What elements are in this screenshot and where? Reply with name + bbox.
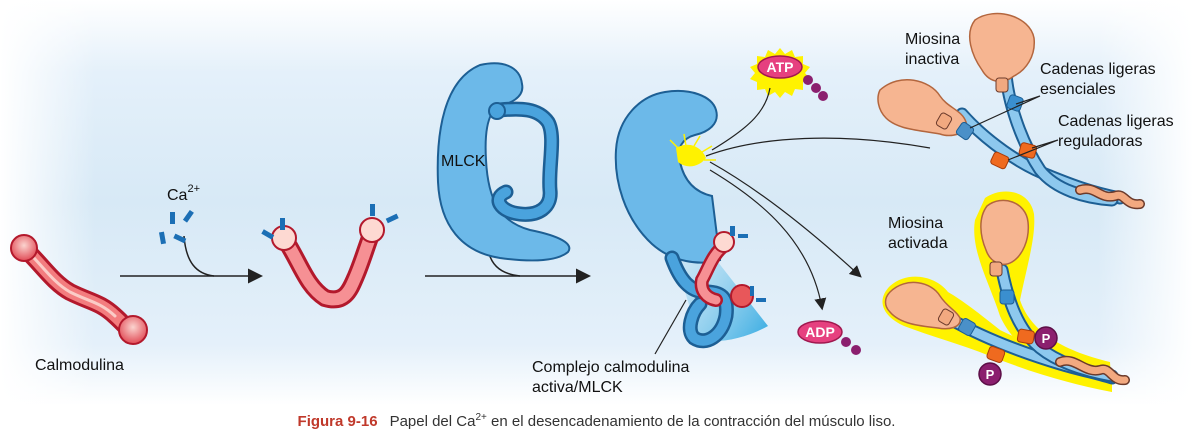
miosina-inactiva-line1: Miosina (905, 31, 960, 48)
phosphate-lower: P (986, 367, 995, 382)
cadenas-esenciales-line2: esenciales (1040, 81, 1116, 98)
miosina-activada-line2: activada (888, 235, 948, 252)
calmodulina-label: Calmodulina (35, 357, 124, 374)
ca-label: Ca2+ (167, 183, 200, 204)
adp-molecule: ADP (797, 320, 861, 355)
mlck-free (436, 62, 571, 262)
miosina-activada-line1: Miosina (888, 215, 943, 232)
cadenas-reguladoras-line1: Cadenas ligeras (1058, 113, 1174, 130)
line-to-inactive-myosin (705, 137, 931, 157)
ca-ions (158, 209, 194, 245)
cadenas-esenciales-line1: Cadenas ligeras (1040, 61, 1156, 78)
caption-text-after: en el desencadenamiento de la contracció… (486, 413, 896, 430)
caption-text-before: Papel del Ca (389, 413, 476, 430)
caption-figure-number: Figura 9-16 (297, 413, 378, 430)
arrow-to-adp (709, 169, 827, 311)
figure-diagram: Calmodulina Ca2+ MLCK (0, 0, 1193, 405)
atp-to-complex-line (711, 87, 771, 151)
phosphate-upper: P (1042, 331, 1051, 346)
caption-superscript: 2+ (475, 412, 487, 423)
mlck-label: MLCK (441, 153, 486, 170)
complex-leader-line (654, 299, 687, 355)
ca-arrow-curve (183, 235, 215, 277)
esenciales-leader (969, 95, 1041, 129)
arrow-to-activated-myosin (709, 161, 862, 278)
atp-molecule: ATP (750, 48, 828, 101)
myosin-inactive (877, 12, 1145, 210)
complex-calmodulin-mlck (614, 90, 768, 349)
reguladoras-leader (1007, 139, 1059, 161)
cadenas-reguladoras-line2: reguladoras (1058, 133, 1143, 150)
miosina-inactiva-line2: inactiva (905, 51, 959, 68)
complejo-label-line2: activa/MLCK (532, 379, 623, 396)
calmodulin-ca-bound (261, 204, 399, 309)
atp-label: ATP (767, 59, 794, 75)
myosin-activated: P P (882, 191, 1130, 392)
calmodulin-inactive (10, 234, 148, 345)
complejo-label-line1: Complejo calmodulina (532, 359, 690, 376)
adp-label: ADP (805, 324, 835, 340)
figure-caption: Figura 9-16 Papel del Ca2+ en el desencad… (0, 412, 1193, 436)
